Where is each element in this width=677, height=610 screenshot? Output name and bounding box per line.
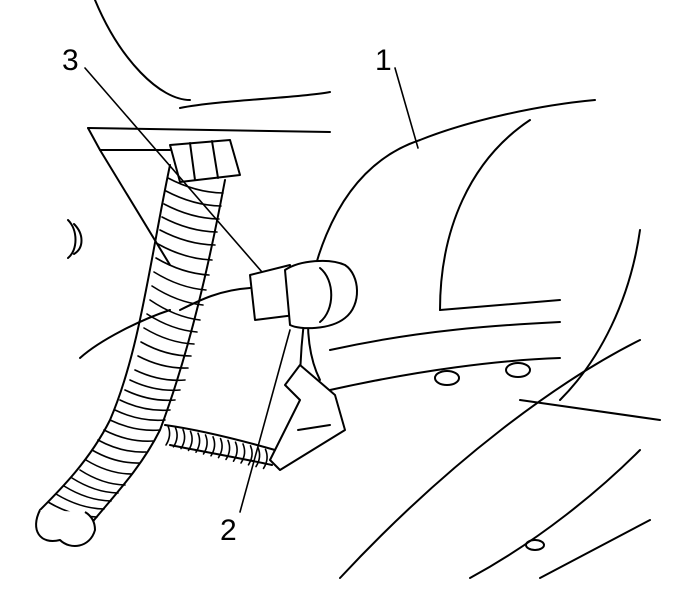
conduit-rib [79,469,126,486]
conduit-rib [134,369,186,382]
body-panel [87,0,331,266]
small-conduit [164,424,276,470]
conduit-rib [153,271,207,291]
housing [299,99,661,579]
sensor-connector [79,259,358,359]
small-conduit-rib [172,427,178,448]
conduit-rib [85,459,133,475]
conduit-rib [119,399,171,412]
leader-2 [239,329,291,513]
small-conduit-rib [255,446,261,468]
conduit-fitting [169,139,241,183]
small-conduit-rib [225,439,231,461]
conduit-rib [140,341,192,357]
wire-conduit [35,164,226,547]
small-conduit-rib [202,434,208,455]
conduit-rib [155,257,210,276]
conduit-rib [159,229,216,246]
arc-mark [67,219,77,259]
small-conduit-rib [210,436,216,457]
small-conduit-rib [217,437,223,459]
conduit-rib [63,485,112,502]
callout-1: 1 [375,44,392,77]
small-conduit-rib [195,432,201,453]
conduit-rib [143,327,195,345]
conduit-rib [97,439,147,453]
conduit-rib [167,177,224,194]
conduit-rib [129,379,181,392]
small-conduit-rib [240,443,246,464]
conduit-rib [151,285,204,306]
conduit-rib [55,493,105,510]
conduit-rib [137,355,189,369]
small-conduit-rib [262,448,268,470]
small-conduit-rib [180,428,186,450]
conduit-rib [149,299,201,321]
conduit-rib [165,190,222,207]
small-conduit-rib [165,425,171,446]
leader-lines [84,67,419,513]
conduit-rib [71,477,119,494]
conduit-rib [114,409,166,422]
small-conduit-rib [247,445,253,466]
arc-mark-2 [73,223,83,255]
leader-3 [84,67,263,273]
conduit-rib [146,313,198,333]
conduit-rib [161,216,218,233]
small-conduit-rib [187,430,193,452]
conduit-rib [163,203,220,220]
conduit-rib [109,419,161,432]
conduit-rib [124,389,176,402]
callout-2: 2 [220,514,237,547]
small-conduit-rib [232,441,238,462]
bracket [269,364,346,471]
leader-1 [394,67,419,149]
conduit-rib [91,449,140,464]
conduit-rib [103,429,154,442]
callout-3: 3 [62,44,79,77]
conduit-rib [157,243,213,261]
